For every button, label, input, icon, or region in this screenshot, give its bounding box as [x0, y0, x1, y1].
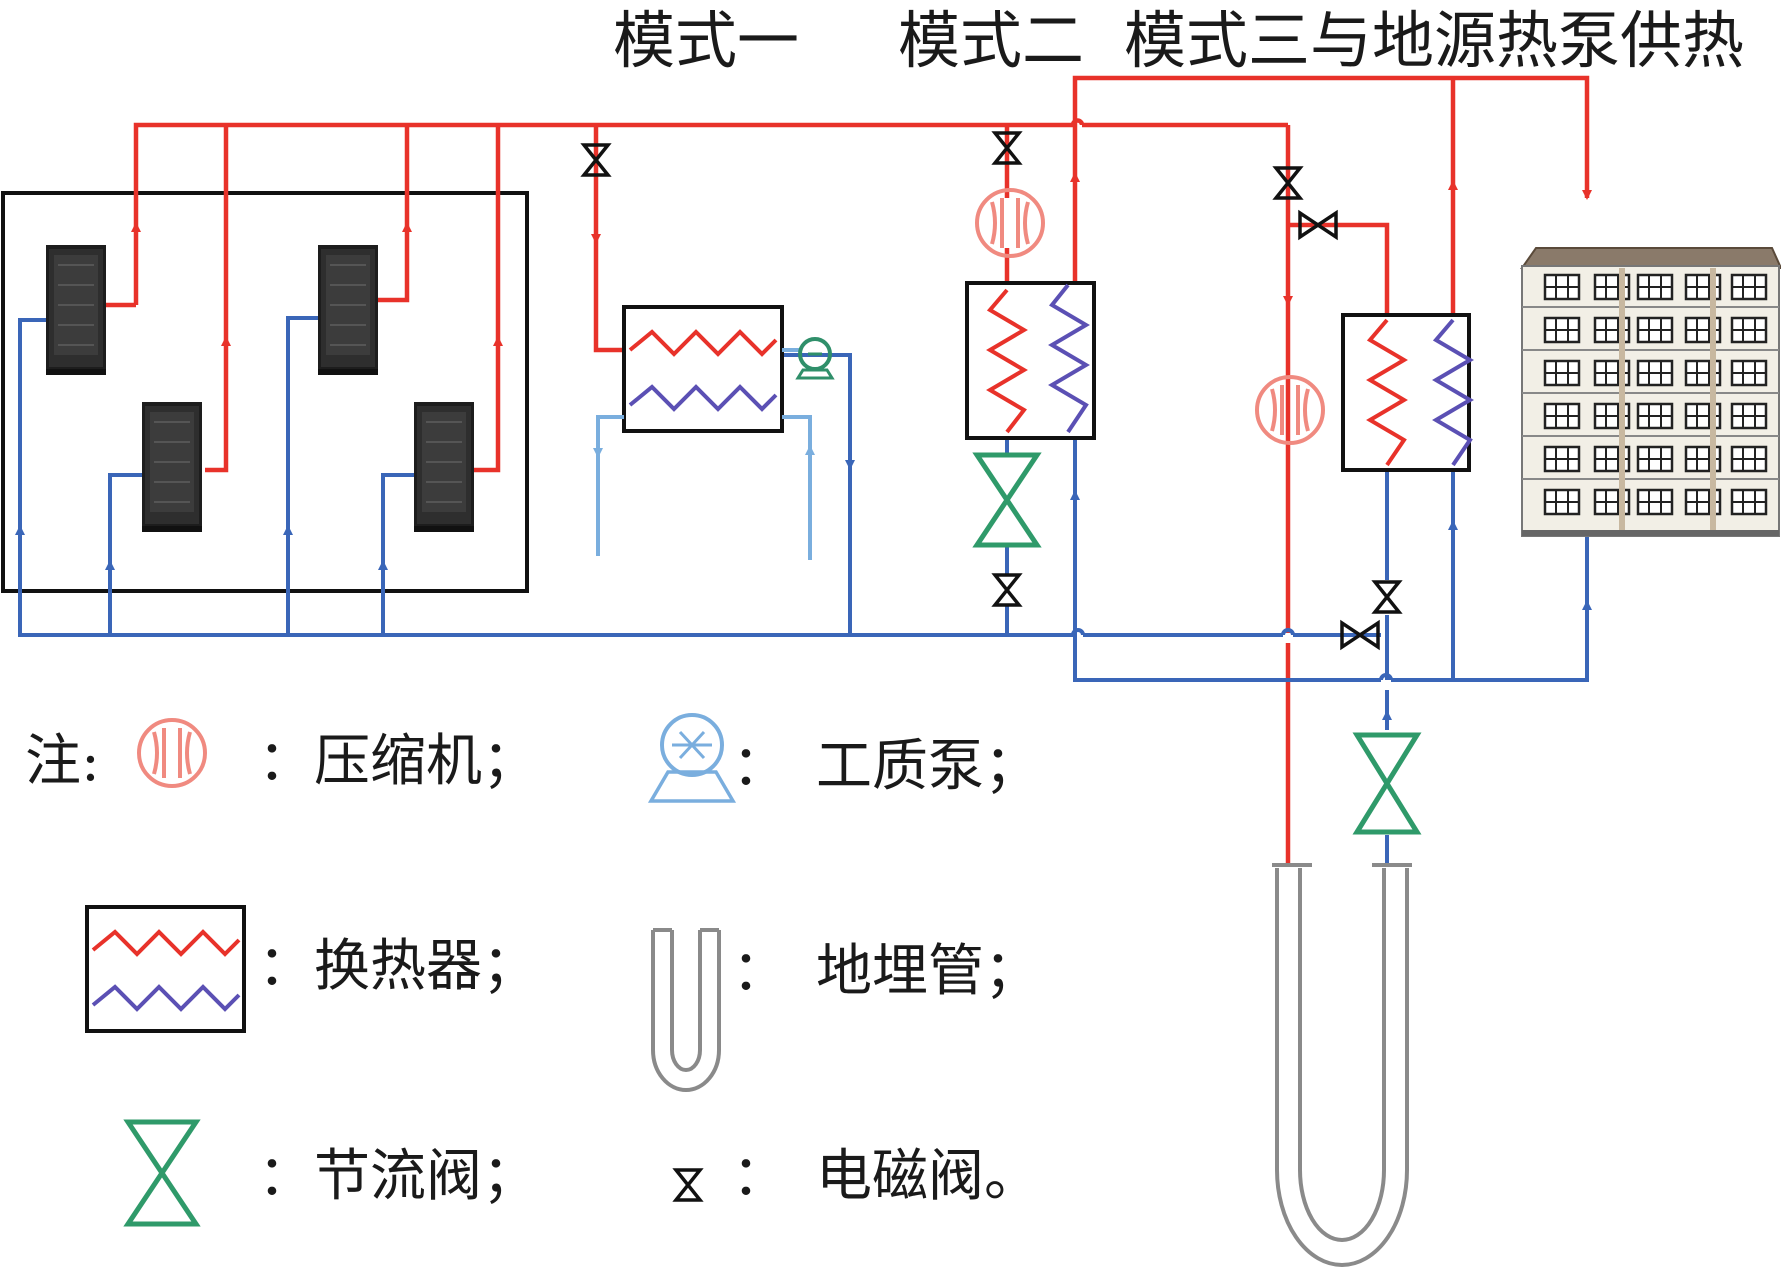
server-rack-icon	[413, 401, 475, 533]
ground-pipe-icon	[1272, 863, 1412, 1267]
mode-three-unit	[1255, 313, 1474, 835]
throttle-valve-icon	[1352, 732, 1422, 835]
ground-pipe-icon	[651, 928, 721, 1092]
solenoid-valve-icon	[993, 573, 1021, 607]
heat-exchanger-icon	[85, 905, 246, 1033]
solenoid-valve-icon	[674, 1168, 702, 1202]
compressor-icon	[1255, 375, 1325, 445]
cold-pipe-network	[15, 316, 1592, 865]
compressor-icon	[975, 188, 1045, 258]
mode-one-unit	[593, 305, 835, 560]
data-center-room	[1, 191, 529, 593]
legend: 注: ：压缩机； ： 工质泵； ：换热器；	[25, 713, 1040, 1227]
working-fluid-pump-icon	[647, 713, 737, 803]
server-rack-icon	[141, 401, 203, 533]
legend-note-prefix: 注:	[25, 729, 100, 794]
building-icon	[1520, 247, 1781, 537]
legend-ground-pipe-label: ： 地埋管；	[732, 939, 1040, 1004]
mode-one-label: 模式一	[613, 4, 799, 77]
throttle-valve-icon	[972, 452, 1042, 548]
legend-throttle-label: ：节流阀；	[258, 1144, 538, 1209]
server-rack-icon	[317, 244, 379, 376]
compressor-icon	[137, 718, 207, 788]
legend-pump-label: ： 工质泵；	[732, 734, 1040, 799]
legend-solenoid-label: ： 电磁阀。	[732, 1144, 1040, 1209]
solenoid-valve-icon	[1373, 580, 1401, 614]
mode-two-unit	[965, 188, 1096, 607]
mode-three-label: 模式三与地源热泵供热	[1124, 4, 1744, 77]
working-fluid-pump-icon	[795, 337, 835, 380]
mode-two-label: 模式二	[898, 4, 1084, 77]
legend-heat-exchanger-label: ：换热器；	[258, 934, 538, 999]
throttle-valve-icon	[123, 1119, 201, 1227]
legend-compressor-label: ：压缩机；	[258, 729, 538, 794]
server-rack-icon	[45, 244, 107, 376]
